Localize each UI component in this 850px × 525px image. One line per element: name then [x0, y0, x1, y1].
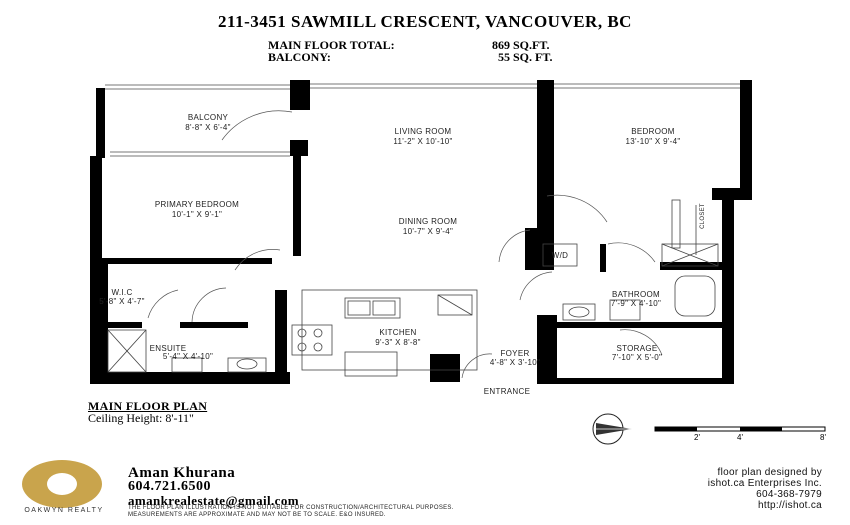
- room-dims-living: 11'-2" X 10'-10": [393, 137, 452, 146]
- room-label-bathroom: BATHROOM: [612, 290, 660, 299]
- room-label-dining: DINING ROOM: [399, 217, 457, 226]
- balcony-area-label: BALCONY:: [268, 50, 331, 64]
- credit-line-1: floor plan designed by: [717, 467, 822, 478]
- credit-line-3: 604-368-7979: [756, 489, 822, 500]
- main-floor-total-label: MAIN FLOOR TOTAL:: [268, 38, 395, 52]
- room-label-bedroom: BEDROOM: [631, 127, 674, 136]
- room-label-primary-bedroom: PRIMARY BEDROOM: [155, 200, 239, 209]
- disclaimer: THE FLOOR PLAN ILLUSTRATION IS NOT SUITA…: [128, 505, 454, 519]
- scale-tick-8: 8': [820, 433, 826, 442]
- room-dims-dining: 10'-7" X 9'-4": [403, 227, 453, 236]
- room-dims-primary-bedroom: 10'-1" X 9'-1": [172, 210, 222, 219]
- room-label-ensuite: ENSUITE: [150, 344, 187, 353]
- room-dims-wic: 5'-8" X 4'-7": [99, 297, 145, 306]
- scale-tick-4: 4': [737, 433, 743, 442]
- room-dims-balcony: 8'-8" X 6'-4": [185, 123, 231, 132]
- agent-phone: 604.721.6500: [128, 479, 211, 494]
- ceiling-height: Ceiling Height: 8'-11": [88, 411, 194, 425]
- room-dims-kitchen: 9'-3" X 8'-8": [375, 338, 421, 347]
- credit-line-2: ishot.ca Enterprises Inc.: [707, 478, 822, 489]
- credit-line-4: http://ishot.ca: [758, 500, 822, 511]
- agent-contact: Aman Khurana 604.721.6500 amankrealestat…: [128, 466, 299, 508]
- label-entrance: ENTRANCE: [484, 387, 530, 396]
- room-label-kitchen: KITCHEN: [379, 328, 416, 337]
- room-label-balcony: BALCONY: [188, 113, 229, 122]
- agent-email: amankrealestate@gmail.com: [128, 493, 299, 508]
- room-dims-ensuite: 5'-4" X 4'-10": [163, 352, 213, 361]
- room-label-storage: STORAGE: [616, 344, 657, 353]
- room-dims-foyer: 4'-8" X 3'-10": [490, 358, 540, 367]
- compass-icon: [592, 413, 632, 445]
- room-label-living: LIVING ROOM: [395, 127, 452, 136]
- main-floor-total-value: 869 SQ.FT.: [492, 38, 550, 52]
- room-dims-bedroom: 13'-10" X 9'-4": [625, 137, 680, 146]
- balcony-area-value: 55 SQ. FT.: [498, 50, 553, 64]
- scale-bar: 2' 4' 8': [654, 426, 826, 442]
- disclaimer-line-1: THE FLOOR PLAN ILLUSTRATION IS NOT SUITA…: [128, 505, 454, 511]
- brand-name: OAKWYN REALTY: [24, 507, 104, 514]
- plan-title: MAIN FLOOR PLAN: [88, 399, 208, 413]
- room-dims-storage: 7'-10" X 5'-0": [612, 353, 662, 362]
- label-washer-dryer: W/D: [552, 251, 568, 260]
- room-label-closet: CLOSET: [700, 203, 706, 229]
- plan-info: MAIN FLOOR PLAN Ceiling Height: 8'-11": [88, 400, 207, 424]
- designer-credit: floor plan designed by ishot.ca Enterpri…: [708, 467, 822, 511]
- agent-name: Aman Khurana: [128, 465, 236, 481]
- fixtures: [107, 199, 719, 377]
- door-swings: [147, 110, 663, 379]
- scale-tick-2: 2': [694, 433, 700, 442]
- property-address: 211-3451 SAWMILL CRESCENT, VANCOUVER, BC: [218, 12, 632, 31]
- disclaimer-line-2: MEASUREMENTS ARE APPROXIMATE AND MAY NOT…: [128, 512, 386, 518]
- oakwyn-logo-icon: [22, 460, 102, 508]
- room-dims-bathroom: 7'-9" X 4'-10": [611, 299, 661, 308]
- window-lines: [105, 83, 740, 157]
- room-label-foyer: FOYER: [500, 349, 529, 358]
- room-label-wic: W.I.C: [111, 288, 132, 297]
